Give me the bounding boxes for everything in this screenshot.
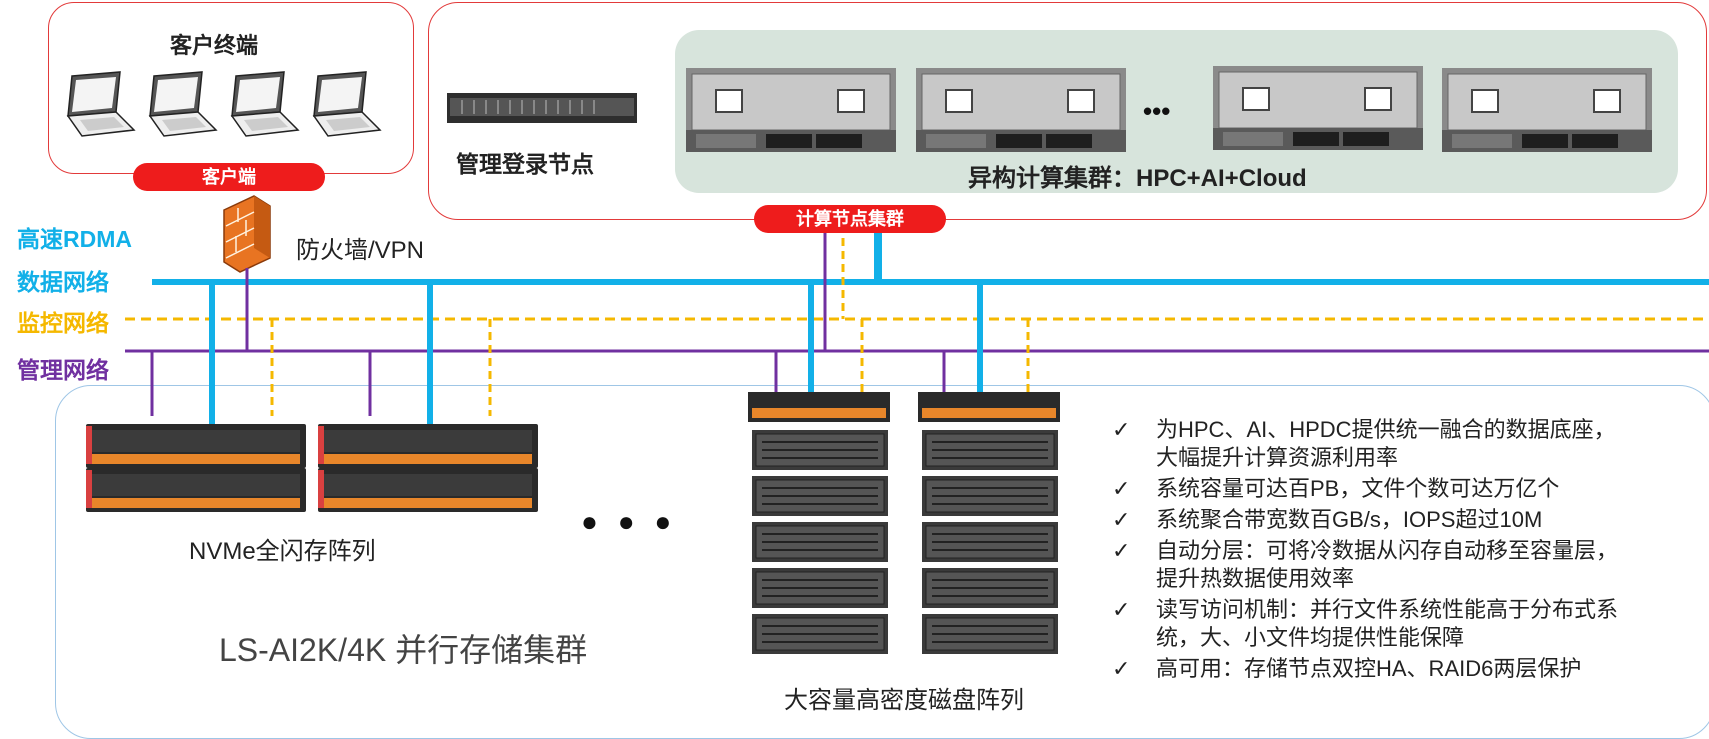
check-icon: ✓	[1112, 597, 1131, 622]
disk-array-label: 大容量高密度磁盘阵列	[784, 687, 1024, 714]
nvme-array-1-top	[86, 424, 306, 468]
check-icon: ✓	[1112, 538, 1131, 563]
storage-ellipsis: ● ● ●	[581, 506, 678, 537]
check-icon: ✓	[1112, 476, 1131, 501]
nvme-array-2-top	[318, 424, 538, 468]
feature-list: ✓为HPC、AI、HPDC提供统一融合的数据底座，大幅提升计算资源利用率 ✓系统…	[1112, 416, 1702, 686]
client-terminal-title: 客户终端	[170, 33, 259, 58]
compute-server-4	[1441, 67, 1653, 153]
feature-item: ✓高可用：存储节点双控HA、RAID6两层保护	[1112, 656, 1582, 681]
feature-item: ✓为HPC、AI、HPDC提供统一融合的数据底座，大幅提升计算资源利用率	[1112, 417, 1616, 470]
compute-server-1	[685, 67, 897, 153]
laptop-icon-3	[231, 71, 299, 137]
compute-server-3	[1212, 65, 1424, 151]
nvme-array-2-bottom	[318, 468, 538, 512]
feature-item: ✓读写访问机制：并行文件系统性能高于分布式系统，大、小文件均提供性能保障	[1112, 597, 1619, 650]
rdma-network-label-line1: 高速RDMA	[17, 226, 132, 252]
disk-array-1	[748, 392, 890, 655]
login-node-label: 管理登录节点	[456, 151, 594, 177]
compute-panel	[428, 2, 1707, 220]
check-icon: ✓	[1112, 656, 1131, 681]
feature-item: ✓系统容量可达百PB，文件个数可达万亿个	[1112, 476, 1560, 501]
nvme-array-1-bottom	[86, 468, 306, 512]
laptop-icon-4	[313, 71, 381, 137]
compute-ellipsis: •••	[1143, 96, 1171, 126]
compute-cluster-badge: 计算节点集群	[754, 205, 946, 233]
monitor-network-label: 监控网络	[17, 310, 109, 336]
client-badge: 客户端	[133, 163, 325, 191]
laptop-icon-1	[67, 71, 135, 137]
firewall-icon	[223, 195, 271, 273]
rdma-network-label-line2: 数据网络	[17, 269, 109, 295]
hetero-cluster-label: 异构计算集群：HPC+AI+Cloud	[968, 165, 1307, 192]
check-icon: ✓	[1112, 507, 1131, 532]
feature-item: ✓自动分层：可将冷数据从闪存自动移至容量层，提升热数据使用效率	[1112, 538, 1619, 591]
management-network-label: 管理网络	[17, 357, 109, 383]
nvme-array-label: NVMe全闪存阵列	[189, 538, 376, 565]
login-node-server	[447, 93, 637, 123]
firewall-label: 防火墙/VPN	[296, 237, 425, 264]
storage-cluster-label: LS-AI2K/4K 并行存储集群	[219, 632, 588, 668]
disk-array-2	[918, 392, 1060, 655]
feature-item: ✓系统聚合带宽数百GB/s，IOPS超过10M	[1112, 507, 1543, 532]
compute-server-2	[915, 67, 1127, 153]
laptop-icon-2	[149, 71, 217, 137]
check-icon: ✓	[1112, 417, 1131, 442]
